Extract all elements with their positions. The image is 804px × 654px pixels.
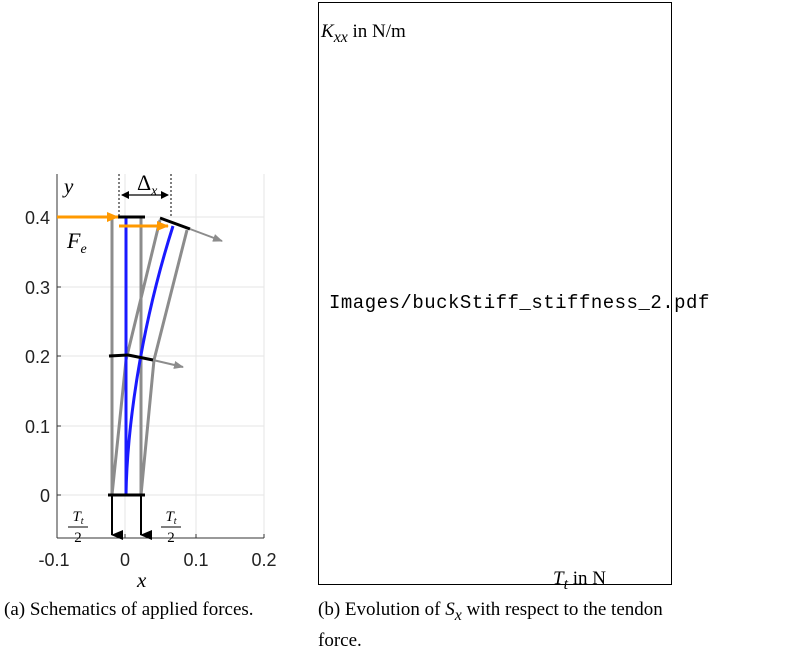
y-tick-label: 0.3 <box>25 278 50 298</box>
svg-text:Tt: Tt <box>72 509 83 527</box>
caption-b: (b) Evolution of Sx with respect to the … <box>318 599 663 651</box>
missing-image-path: Images/buckStiff_stiffness_2.pdf <box>329 292 710 314</box>
schematic-figure: 0.4 0.3 0.2 0.1 0 -0.1 0 0.1 0.2 y x Δx … <box>25 170 277 592</box>
delta-label: Δx <box>137 170 158 199</box>
gray-force-arrow <box>152 359 184 369</box>
tt-axis-label: Tt in N <box>553 568 606 593</box>
y-tick-label: 0 <box>40 486 50 506</box>
svg-text:2: 2 <box>74 530 82 546</box>
stiffness-figure-placeholder: Kxx in N/m Images/buckStiff_stiffness_2.… <box>318 2 709 593</box>
x-tick-label: 0.1 <box>183 550 208 570</box>
caption-a: (a) Schematics of applied forces. <box>4 599 254 620</box>
gray-force-arrow <box>189 228 223 242</box>
y-tick-label: 0.4 <box>25 208 50 228</box>
kxx-axis-label: Kxx in N/m <box>321 21 406 46</box>
x-tick-label: 0.2 <box>251 550 276 570</box>
y-axis-label: y <box>62 174 74 198</box>
tendon-label-left: Tt 2 <box>68 509 88 546</box>
y-tick-label: 0.1 <box>25 417 50 437</box>
x-tick-label: -0.1 <box>38 550 69 570</box>
svg-text:2: 2 <box>167 530 175 546</box>
deformed-frame <box>110 219 189 496</box>
svg-text:Tt: Tt <box>165 509 176 527</box>
y-tick-label: 0.2 <box>25 347 50 367</box>
x-axis-label: x <box>136 568 147 592</box>
cross-bars <box>108 215 191 497</box>
tendon-label-right: Tt 2 <box>161 509 181 546</box>
force-label: Fe <box>66 228 87 257</box>
x-tick-label: 0 <box>120 550 130 570</box>
plot-area <box>56 174 265 539</box>
rod-deformed <box>124 225 175 496</box>
